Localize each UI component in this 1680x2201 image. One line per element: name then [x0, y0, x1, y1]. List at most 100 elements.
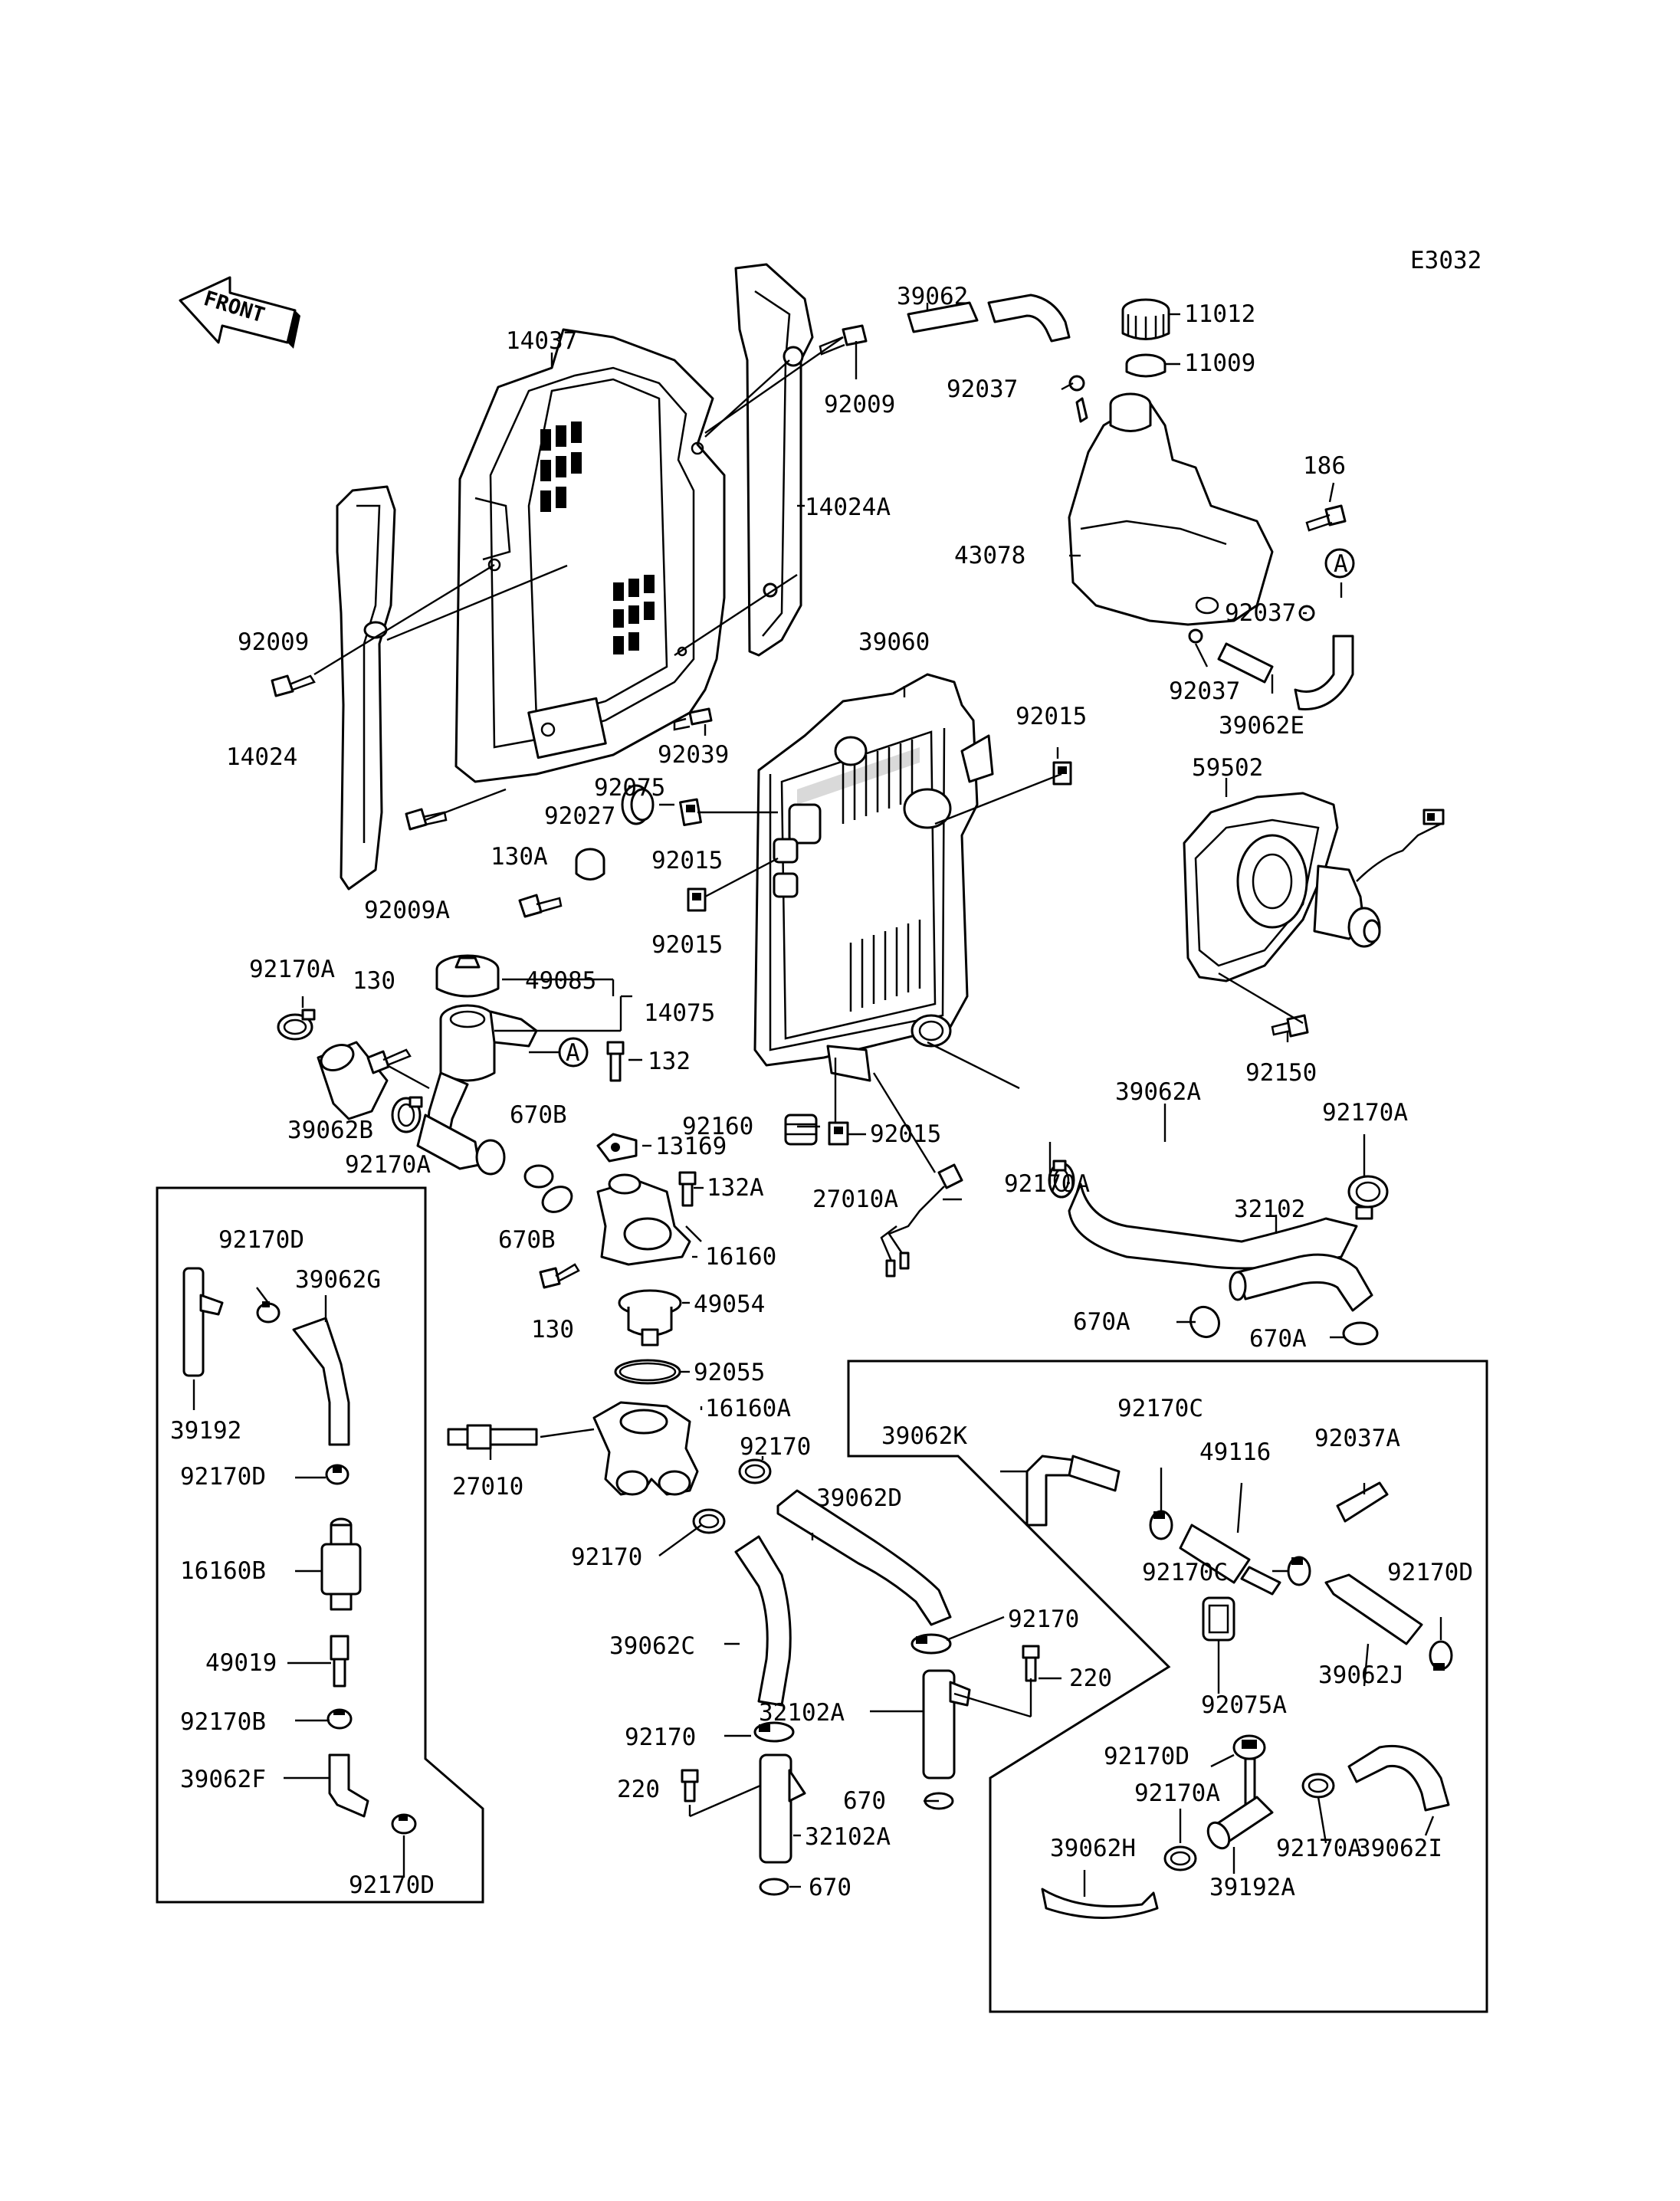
- damper-92160: [784, 1114, 818, 1146]
- label-14024: 14024: [226, 743, 297, 771]
- label-670a-left: 670A: [1073, 1308, 1130, 1336]
- clamp-92170a-lower: [391, 1096, 423, 1133]
- o-ring-92055: [614, 1359, 681, 1385]
- pipe-32102a-lower: [759, 1753, 806, 1864]
- label-14075: 14075: [644, 999, 715, 1027]
- label-14024a: 14024A: [805, 494, 891, 521]
- clamp-92037-top: [1068, 375, 1085, 392]
- side-cover-14024a: [734, 263, 814, 657]
- clip-92015-a: [1052, 761, 1072, 786]
- label-670-lower: 670: [809, 1874, 851, 1901]
- clamp-92170a-kit-left: [1163, 1845, 1197, 1871]
- label-670b-lower: 670B: [498, 1226, 556, 1254]
- label-39062k: 39062K: [881, 1422, 967, 1450]
- label-39062f: 39062F: [180, 1766, 266, 1793]
- cap-11012: [1121, 298, 1170, 340]
- pipe-39192: [182, 1267, 224, 1377]
- clamp-92037-bottom: [1188, 628, 1203, 644]
- hose-39062j: [1324, 1573, 1423, 1645]
- label-130a: 130A: [491, 843, 548, 871]
- clamp-92170a-fan: [1048, 1160, 1075, 1199]
- clip-92015-c: [687, 887, 707, 912]
- label-186: 186: [1303, 452, 1346, 480]
- label-16160: 16160: [705, 1243, 776, 1271]
- label-92055: 92055: [694, 1359, 765, 1386]
- label-220-lower: 220: [617, 1776, 660, 1803]
- clamp-92170d-a: [256, 1301, 281, 1324]
- label-92015-lower: 92015: [870, 1120, 941, 1148]
- clamp-92170-d: [753, 1721, 795, 1743]
- bolt-132a: [678, 1171, 697, 1207]
- label-49019: 49019: [205, 1649, 277, 1677]
- label-49054: 49054: [694, 1291, 765, 1318]
- label-49116: 49116: [1199, 1438, 1271, 1466]
- label-92037-right: 92037: [1225, 599, 1296, 627]
- clamp-92170c-a: [1149, 1510, 1173, 1540]
- clip-92015-b: [679, 798, 702, 827]
- bolt-92009-top: [819, 324, 868, 356]
- label-130-upper: 130: [353, 967, 395, 995]
- clamp-92170d-e: [1232, 1734, 1266, 1760]
- ref-mark-a-top: A: [1334, 550, 1348, 578]
- hose-39062i: [1347, 1744, 1450, 1812]
- label-27010a: 27010A: [812, 1186, 898, 1213]
- filter-16160b: [320, 1517, 362, 1611]
- radiator-39060: [753, 673, 994, 1082]
- pipe-32102: [1229, 1253, 1373, 1312]
- label-130-lower: 130: [531, 1316, 574, 1343]
- label-92170a-lower: 92170A: [345, 1151, 431, 1179]
- label-92039: 92039: [658, 741, 729, 769]
- clamp-92170d-b: [325, 1464, 349, 1485]
- bolt-92150: [1271, 1014, 1309, 1038]
- cap-49085: [435, 954, 500, 998]
- label-92015-right: 92015: [1016, 703, 1087, 730]
- label-92075: 92075: [594, 774, 665, 802]
- o-ring-670a-right: [1342, 1321, 1379, 1346]
- label-92150: 92150: [1245, 1059, 1317, 1087]
- label-92009a: 92009A: [364, 897, 450, 924]
- label-11012: 11012: [1184, 300, 1255, 328]
- label-92015-mid: 92015: [651, 847, 723, 874]
- label-39060: 39060: [858, 628, 930, 656]
- label-92170a-right: 92170A: [1322, 1099, 1408, 1127]
- label-27010: 27010: [452, 1473, 523, 1501]
- sub-kit-box-right: [847, 1360, 1488, 2013]
- o-ring-670-lower: [759, 1878, 789, 1896]
- o-ring-670b-lower: [541, 1186, 573, 1213]
- thermostat-49054: [618, 1289, 682, 1347]
- label-16160b: 16160B: [180, 1557, 266, 1585]
- hose-39062: [907, 294, 1071, 343]
- label-39062d: 39062D: [816, 1484, 902, 1512]
- clamp-92170b: [326, 1708, 353, 1730]
- grommet-92075a: [1202, 1596, 1235, 1642]
- label-92015-low: 92015: [651, 931, 723, 959]
- pipe-39192a: [1206, 1757, 1274, 1850]
- hose-39062c: [734, 1535, 792, 1707]
- reserve-tank-43078: [1068, 392, 1274, 626]
- grommet-92075: [621, 784, 655, 825]
- clamp-92170-a: [738, 1458, 772, 1484]
- label-92170d-right: 92170D: [1387, 1559, 1473, 1586]
- label-92037-bottom: 92037: [1169, 677, 1240, 705]
- label-49085: 49085: [525, 967, 596, 995]
- nozzle-49019: [330, 1635, 349, 1688]
- collar-92027: [575, 848, 605, 881]
- radiator-shroud-14037: [454, 328, 726, 783]
- label-670b-upper: 670B: [510, 1101, 567, 1129]
- clamp-92170a-right: [1347, 1175, 1389, 1220]
- label-13169: 13169: [655, 1133, 727, 1160]
- clamp-92170d-c: [391, 1813, 417, 1835]
- label-92037a: 92037A: [1314, 1425, 1400, 1452]
- label-92170-right: 92170: [1008, 1606, 1079, 1633]
- hose-39062b: [317, 1041, 389, 1120]
- temp-sensor-27010: [447, 1424, 538, 1450]
- label-11009: 11009: [1184, 349, 1255, 377]
- label-39062a: 39062A: [1115, 1078, 1201, 1106]
- hose-39062d: [776, 1489, 952, 1626]
- label-92170d-mid: 92170D: [180, 1463, 266, 1491]
- front-arrow-icon: FRONT: [179, 276, 300, 349]
- temp-sensor-27010a: [880, 1163, 963, 1278]
- o-ring-670a-left: [1189, 1305, 1221, 1339]
- diagram-code: E3032: [1410, 247, 1481, 274]
